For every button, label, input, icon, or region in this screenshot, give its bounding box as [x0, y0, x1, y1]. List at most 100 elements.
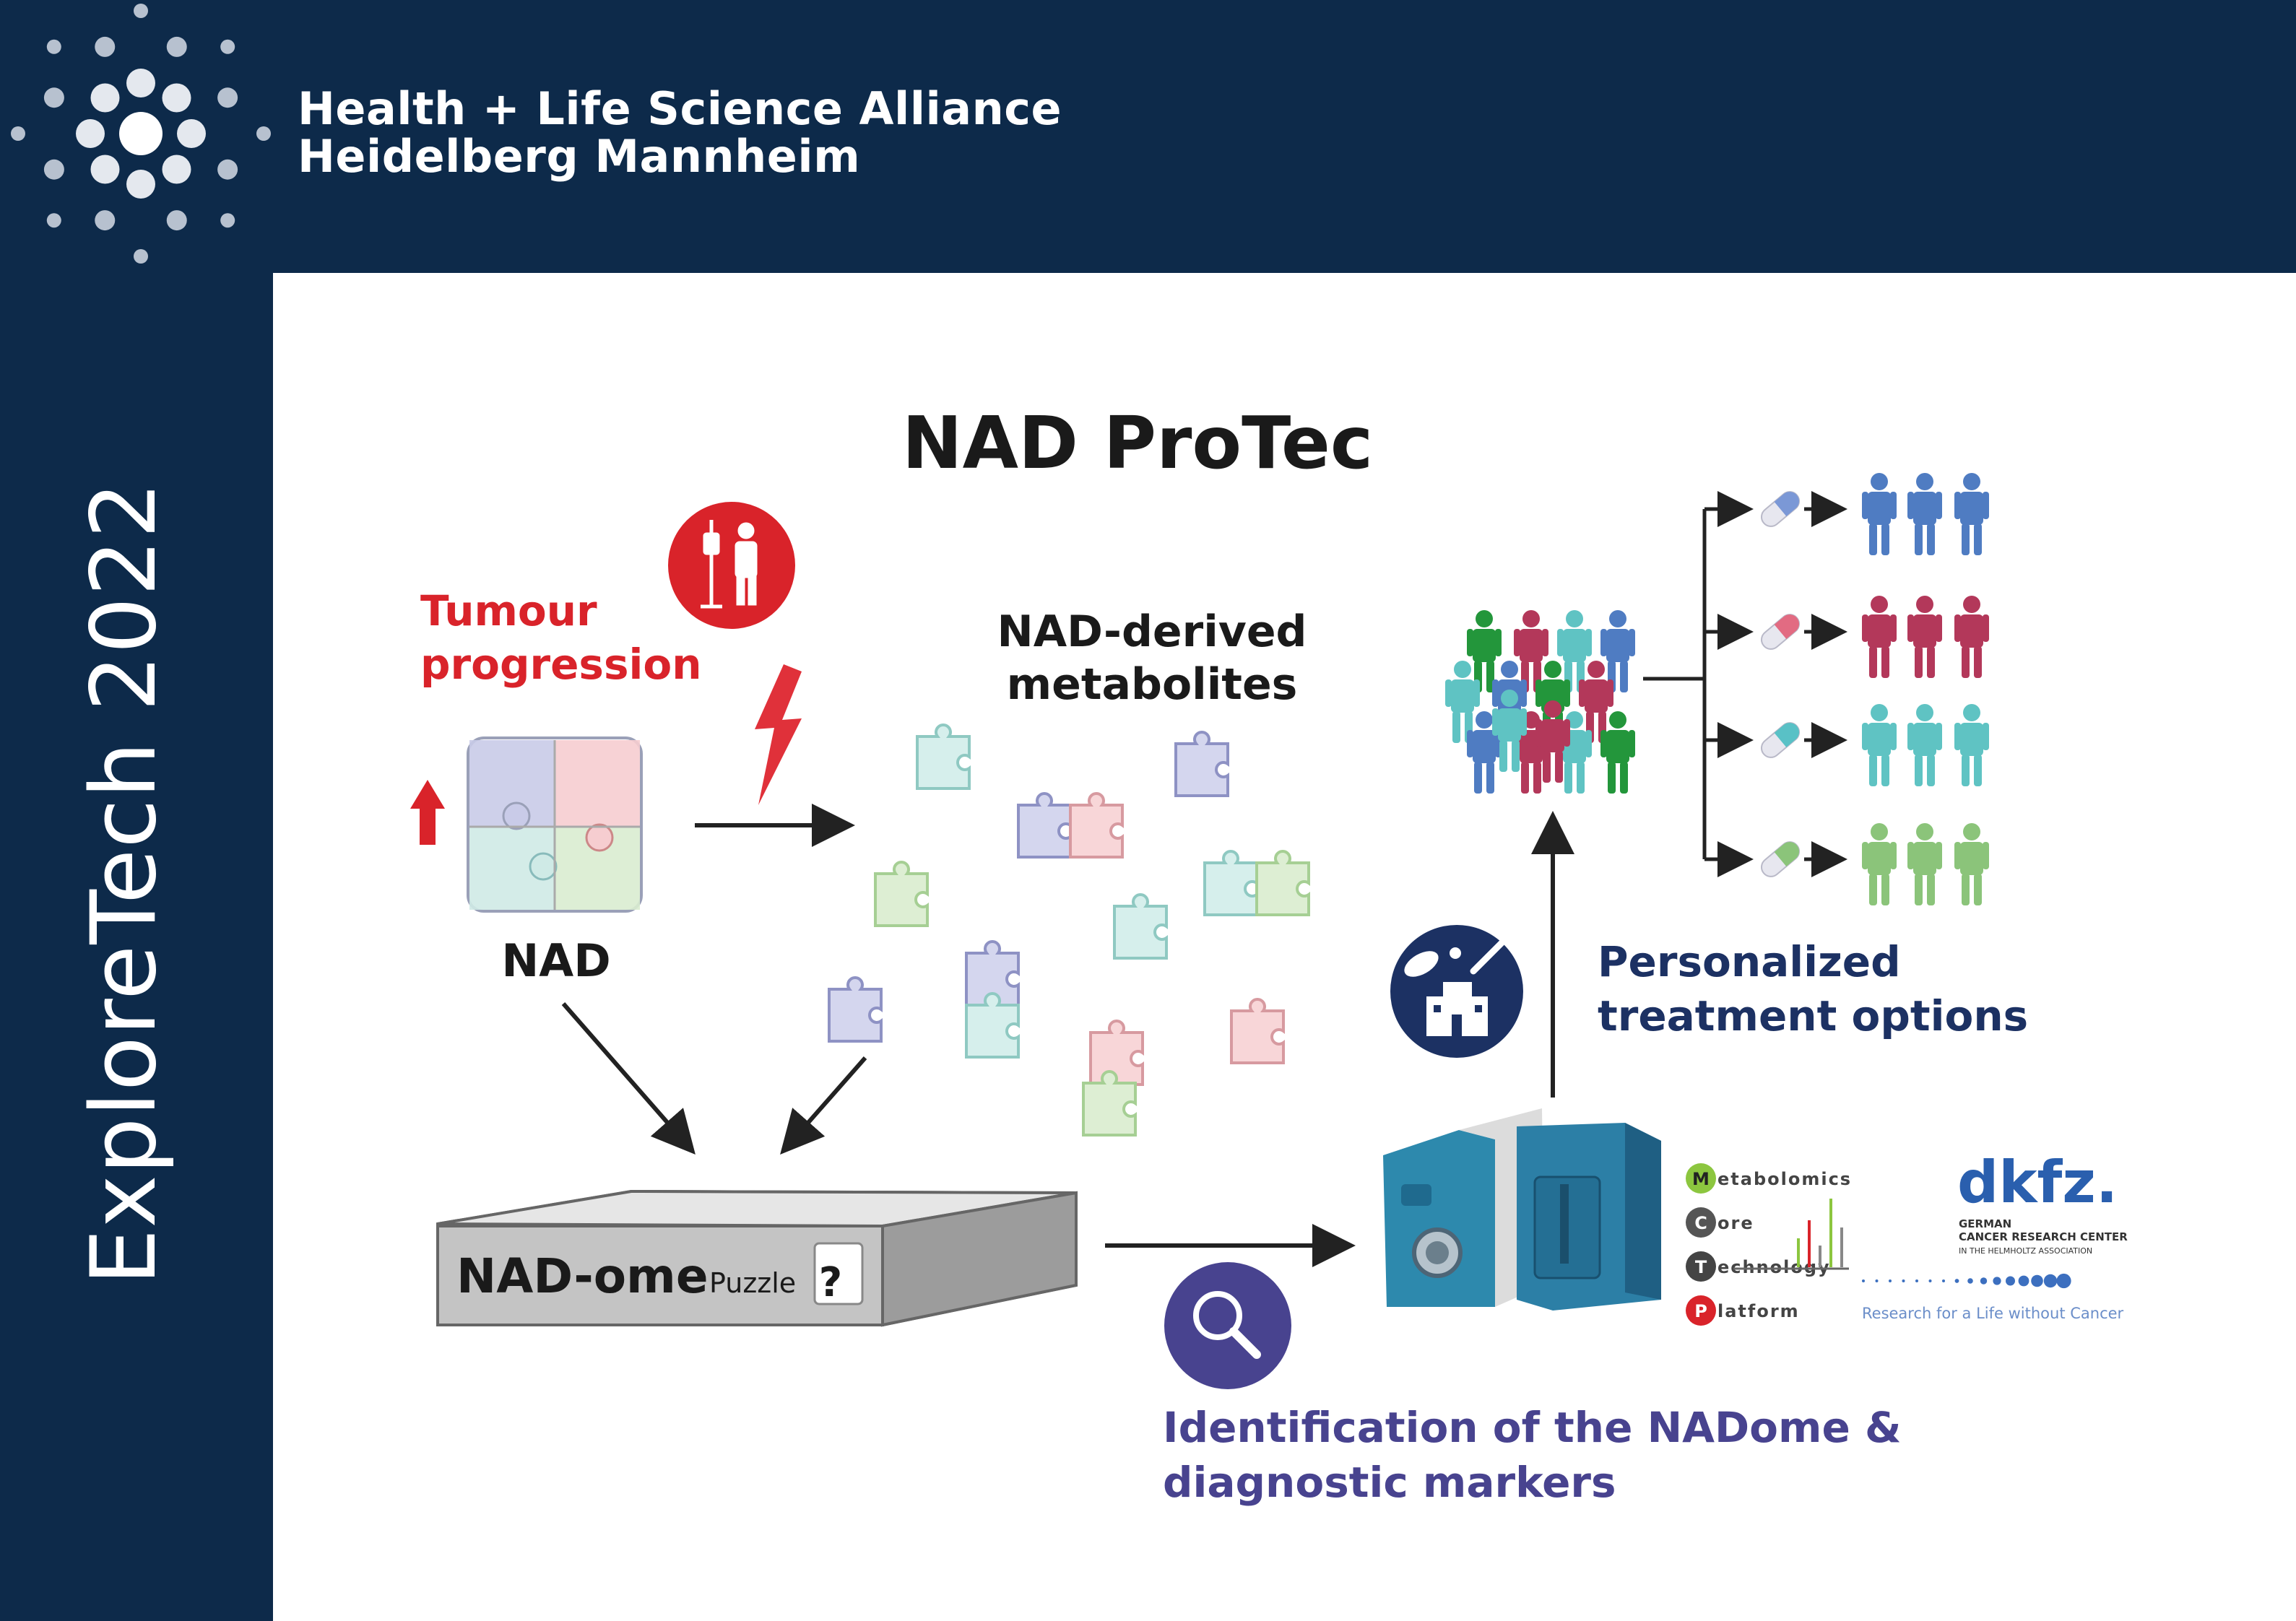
- puzzle-piece-icon: [1203, 850, 1258, 916]
- logo-dot: [95, 210, 116, 231]
- person-icon: [1862, 823, 1897, 905]
- person-icon: [1954, 823, 1989, 905]
- person-icon: [1862, 473, 1897, 555]
- mctp-metabolomics: etabolomics: [1717, 1169, 1852, 1189]
- logo-dot: [90, 83, 120, 113]
- dkfz-dot: [2056, 1273, 2071, 1289]
- mctp-logo: M etabolomics C ore T echnology P latfor…: [1686, 1163, 1852, 1326]
- dkfz-dot: [1902, 1279, 1905, 1282]
- mass-spectrometer-icon: [1383, 1108, 1661, 1311]
- patient-iv-icon: [668, 502, 795, 629]
- org-name: Health + Life Science Alliance Heidelber…: [298, 85, 1062, 181]
- logo-dot: [217, 159, 238, 180]
- person-icon: [1907, 473, 1942, 555]
- nad-label: NAD: [501, 934, 610, 987]
- puzzle-piece-icon: [1069, 792, 1124, 859]
- org-name-line1: Health + Life Science Alliance: [298, 82, 1062, 135]
- logo-dot: [166, 36, 187, 57]
- mctp-p: P: [1694, 1301, 1707, 1321]
- pill-icon: [1760, 614, 1801, 650]
- person-icon: [1514, 610, 1548, 692]
- nadome-box: NAD-ome Puzzle ?: [436, 1189, 1078, 1327]
- org-name-line2: Heidelberg Mannheim: [298, 130, 861, 183]
- ident-label-line2: diagnostic markers: [1163, 1458, 1616, 1507]
- increase-arrow-icon: [410, 780, 445, 845]
- logo-dot: [162, 155, 191, 184]
- dkfz-logo: dkfz. GERMAN CANCER RESEARCH CENTER IN T…: [1862, 1149, 2128, 1322]
- dkfz-dot: [2018, 1275, 2029, 1287]
- logo-dot: [43, 159, 64, 180]
- dkfz-dot: [2043, 1274, 2058, 1288]
- pill-icon: [1760, 722, 1801, 758]
- puzzle-piece-icon: [828, 976, 883, 1043]
- logo-dot: [95, 36, 116, 57]
- person-icon: [1954, 704, 1989, 786]
- personalized-label-line2: treatment options: [1598, 991, 2028, 1040]
- person-icon: [1907, 596, 1942, 678]
- person-icon: [1954, 473, 1989, 555]
- diagram-title: NAD ProTec: [902, 401, 1373, 485]
- dkfz-sub3: IN THE HELMHOLTZ ASSOCIATION: [1959, 1246, 2092, 1256]
- dkfz-tagline: Research for a Life without Cancer: [1862, 1305, 2124, 1322]
- logo-dot: [217, 87, 238, 108]
- starburst-logo-icon: [11, 4, 271, 264]
- person-icon: [1862, 596, 1897, 678]
- mctp-c: C: [1694, 1213, 1707, 1233]
- dkfz-dot: [1915, 1279, 1918, 1282]
- dkfz-sub1: GERMAN: [1959, 1217, 2011, 1230]
- logo-dot: [166, 210, 187, 231]
- metabolites-label-line1: NAD-derived: [997, 607, 1307, 657]
- people-group-icon: [1445, 610, 1635, 794]
- dkfz-dot: [1967, 1278, 1973, 1284]
- dkfz-dot: [1980, 1277, 1988, 1285]
- person-icon: [1600, 610, 1635, 692]
- person-icon: [1907, 823, 1942, 905]
- dkfz-dot: [1954, 1279, 1959, 1283]
- person-icon: [1954, 596, 1989, 678]
- logo-dot: [134, 249, 148, 264]
- person-icon: [1907, 704, 1942, 786]
- nad-puzzle-icon: [467, 736, 643, 913]
- mctp-core: ore: [1717, 1213, 1754, 1233]
- dkfz-sub2: CANCER RESEARCH CENTER: [1959, 1230, 2128, 1243]
- personalized-label-line1: Personalized: [1598, 937, 1901, 986]
- pill-icon: [1760, 491, 1801, 527]
- logo-dot: [162, 83, 191, 113]
- ident-label-line1: Identification of the NADome &: [1163, 1403, 1902, 1452]
- puzzle-piece-icon: [916, 723, 971, 790]
- nadome-label: NAD-ome: [456, 1248, 709, 1304]
- logo-dot: [76, 119, 105, 148]
- dkfz-dot: [1993, 1277, 2001, 1285]
- dkfz-dot: [1862, 1279, 1865, 1282]
- dkfz-dot: [1889, 1279, 1892, 1282]
- hospital-medicine-icon: [1390, 925, 1523, 1058]
- dkfz-dot: [1942, 1279, 1945, 1282]
- mctp-technology: echnology: [1717, 1257, 1831, 1277]
- lightning-icon: [755, 664, 802, 805]
- logo-dot: [220, 213, 235, 228]
- dkfz-dot: [2031, 1274, 2043, 1287]
- question-mark: ?: [819, 1259, 842, 1306]
- dkfz-dot: [1875, 1279, 1879, 1282]
- logo-dot: [11, 126, 25, 141]
- puzzle-piece-icon: [874, 861, 929, 927]
- logo-dot: [90, 155, 120, 184]
- logo-dot: [126, 170, 155, 199]
- logo-dot: [46, 39, 61, 54]
- puzzle-piece-icon: [1113, 893, 1168, 960]
- puzzle-piece-icon: [1230, 998, 1285, 1064]
- puzzle-piece-icon: [1255, 850, 1310, 916]
- mctp-t: T: [1695, 1257, 1707, 1277]
- dkfz-logo-text: dkfz.: [1957, 1149, 2118, 1216]
- dkfz-dot: [2006, 1276, 2015, 1286]
- tumour-label-line1: Tumour: [420, 586, 597, 635]
- puzzle-pieces: [828, 723, 1310, 1137]
- pill-icon: [1760, 841, 1801, 877]
- metabolites-label-line2: metabolites: [1007, 659, 1298, 710]
- magnifier-icon: [1164, 1262, 1291, 1389]
- mctp-m: M: [1692, 1169, 1710, 1189]
- logo-dot: [177, 119, 206, 148]
- treatment-rows: [1760, 473, 1989, 905]
- tumour-label-line2: progression: [420, 640, 702, 689]
